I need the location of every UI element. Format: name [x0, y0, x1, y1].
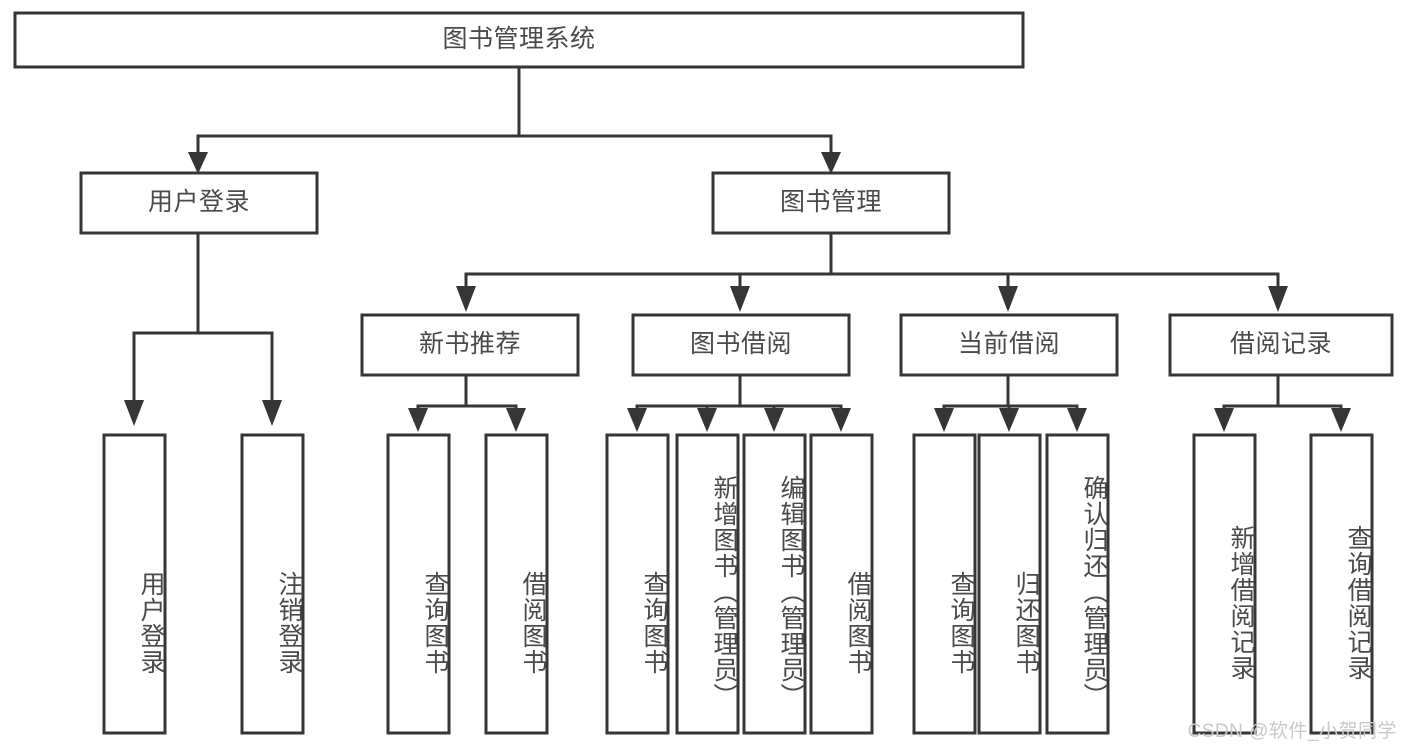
connector-group-current-borrow-to-leaves — [934, 373, 1087, 432]
arrow-head-leaf-query-book-2 — [627, 408, 647, 432]
node-box-leaf-borrow-book-1[interactable] — [484, 433, 549, 735]
arrow-head-leaf-logout — [262, 400, 282, 426]
connector-group-borrow-record-to-leaves — [1214, 373, 1351, 432]
node-box-leaf-query-book-1[interactable] — [386, 433, 451, 735]
node-box-leaf-add-book[interactable] — [675, 433, 740, 735]
node-box-leaf-edit-book[interactable] — [742, 433, 807, 735]
arrow-head-leaf-return-book — [999, 408, 1019, 432]
node-box-leaf-query-book-3[interactable] — [912, 433, 977, 735]
arrow-head-leaf-add-book — [697, 408, 717, 432]
node-box-book-borrow[interactable] — [631, 313, 851, 377]
arrow-head-leaf-confirm-return — [1067, 408, 1087, 432]
arrow-head-leaf-edit-book — [764, 408, 784, 432]
node-box-leaf-confirm-return[interactable] — [1045, 433, 1110, 735]
watermark-csdn: CSDN @软件_小贺同学 — [1187, 721, 1397, 742]
arrow-head-borrow-record — [1268, 286, 1288, 312]
arrow-head-user-login — [188, 152, 208, 174]
node-box-leaf-query-book-2[interactable] — [605, 433, 670, 735]
node-box-current-borrow[interactable] — [899, 313, 1119, 377]
arrow-head-leaf-user-login — [124, 400, 144, 426]
node-box-new-book-recommend[interactable] — [360, 313, 580, 377]
arrow-head-current-borrow — [998, 286, 1018, 312]
node-box-leaf-user-login[interactable] — [102, 433, 167, 735]
connector-group-user-login-to-leaves — [124, 231, 282, 426]
node-box-leaf-query-record[interactable] — [1309, 433, 1374, 735]
connector-group-new-book-recommend-to-leaves — [408, 373, 526, 432]
node-box-book-management[interactable] — [711, 171, 951, 235]
arrow-head-leaf-query-book-3 — [934, 408, 954, 432]
node-box-leaf-borrow-book-2[interactable] — [809, 433, 874, 735]
arrow-head-book-borrow — [730, 286, 750, 312]
arrow-head-leaf-query-book-1 — [408, 408, 428, 432]
connector-group-book-borrow-to-leaves — [627, 373, 851, 432]
connector-group-root-to-level1 — [188, 66, 841, 174]
arrow-head-leaf-add-record — [1214, 408, 1234, 432]
arrow-head-leaf-query-record — [1331, 408, 1351, 432]
node-box-leaf-logout[interactable] — [240, 433, 305, 735]
node-box-user-login[interactable] — [79, 171, 319, 235]
node-box-root[interactable] — [13, 11, 1025, 69]
arrow-head-new-book-recommend — [456, 286, 476, 312]
node-box-leaf-add-record[interactable] — [1192, 433, 1257, 735]
node-box-leaf-return-book[interactable] — [977, 433, 1042, 735]
arrow-head-leaf-borrow-book-2 — [831, 408, 851, 432]
arrow-head-book-mgmt — [821, 152, 841, 174]
connector-group-book-mgmt-to-level2 — [456, 231, 1288, 312]
node-box-borrow-record[interactable] — [1168, 313, 1394, 377]
arrow-head-leaf-borrow-book-1 — [506, 408, 526, 432]
